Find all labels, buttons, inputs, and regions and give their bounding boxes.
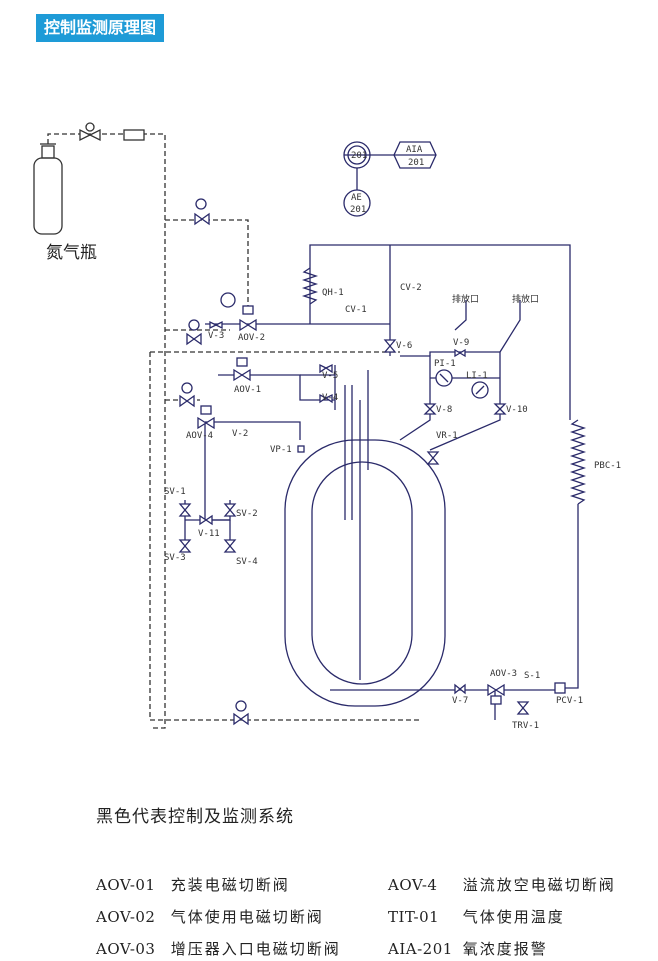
v10-label: V-10 — [506, 405, 528, 415]
legend-code: AOV-01 — [96, 876, 156, 894]
legend-code: AOV-4 — [388, 876, 438, 894]
legend-code: AOV-02 — [96, 908, 156, 926]
i201-label: 201 — [351, 151, 367, 161]
legend-code: AIA-201 — [388, 940, 453, 958]
legend-desc: 充装电磁切断阀 — [170, 876, 290, 894]
legend-desc: 增压器入口电磁切断阀 — [170, 940, 341, 958]
v5-label: V-5 — [322, 371, 338, 381]
legend-title: 黑色代表控制及监测系统 — [96, 807, 294, 827]
legend-desc: 气体使用温度 — [462, 908, 565, 926]
legend-item: TIT-01 气体使用温度 — [388, 906, 565, 927]
v6-label: V-6 — [396, 341, 412, 351]
sv3-label: SV-3 — [164, 553, 186, 563]
check-valve-top — [123, 129, 145, 141]
pbc1-label: PBC-1 — [594, 461, 621, 471]
legend-item: AOV-4 溢流放空电磁切断阀 — [388, 874, 616, 895]
v3-label: V-3 — [208, 331, 224, 341]
aia201-label-a: AIA — [406, 145, 423, 155]
bottle-label: 氮气瓶 — [46, 243, 97, 263]
vp1-label: VP-1 — [270, 445, 292, 455]
ae201-label-b: 201 — [350, 205, 366, 215]
aov1-label: AOV-1 — [234, 385, 261, 395]
trv1-label: TRV-1 — [512, 721, 539, 731]
v11-label: V-11 — [198, 529, 220, 539]
aov4-label: AOV-4 — [186, 431, 213, 441]
vr1-label: VR-1 — [436, 431, 458, 441]
qh1-label: QH-1 — [322, 288, 344, 298]
ae201-label-a: AE — [351, 193, 362, 203]
vent-b-label: 排放口 — [512, 293, 539, 305]
cv2-label: CV-2 — [400, 283, 422, 293]
aov2-label: AOV-2 — [238, 333, 265, 343]
sv2-label: SV-2 — [236, 509, 258, 519]
cv1-label: CV-1 — [345, 305, 367, 315]
v2-label: V-2 — [232, 429, 248, 439]
control-schematic: QH-1 CV-2 CV-1 V-3 AOV-2 V-6 PI-1 LI-1 V… — [33, 122, 621, 731]
legend-item: AOV-02 气体使用电磁切断阀 — [96, 906, 324, 927]
vent-a-label: 排放口 — [452, 293, 479, 305]
regulator-valve — [79, 122, 101, 142]
v7-label: V-7 — [452, 696, 468, 706]
s1-label: S-1 — [524, 671, 540, 681]
pi1-label: PI-1 — [434, 359, 456, 369]
nitrogen-bottle — [33, 143, 63, 235]
legend-desc: 氧浓度报警 — [462, 940, 548, 958]
legend-item: AIA-201 氧浓度报警 — [388, 938, 548, 959]
pcv1-label: PCV-1 — [556, 696, 583, 706]
legend-desc: 溢流放空电磁切断阀 — [462, 876, 616, 894]
legend-code: TIT-01 — [388, 908, 440, 926]
legend-item: AOV-01 充装电磁切断阀 — [96, 874, 290, 895]
page-title: 控制监测原理图 — [36, 14, 165, 42]
sv4-label: SV-4 — [236, 557, 258, 567]
legend-item: AOV-03 增压器入口电磁切断阀 — [96, 938, 341, 959]
legend-desc: 气体使用电磁切断阀 — [170, 908, 324, 926]
legend-code: AOV-03 — [96, 940, 156, 958]
sv1-label: SV-1 — [164, 487, 186, 497]
v8-label: V-8 — [436, 405, 452, 415]
aov3-label: AOV-3 — [490, 669, 517, 679]
v4-label: V-4 — [322, 393, 338, 403]
v9-label: V-9 — [453, 338, 469, 348]
aia201-label-b: 201 — [408, 158, 424, 168]
li1-label: LI-1 — [466, 371, 488, 381]
